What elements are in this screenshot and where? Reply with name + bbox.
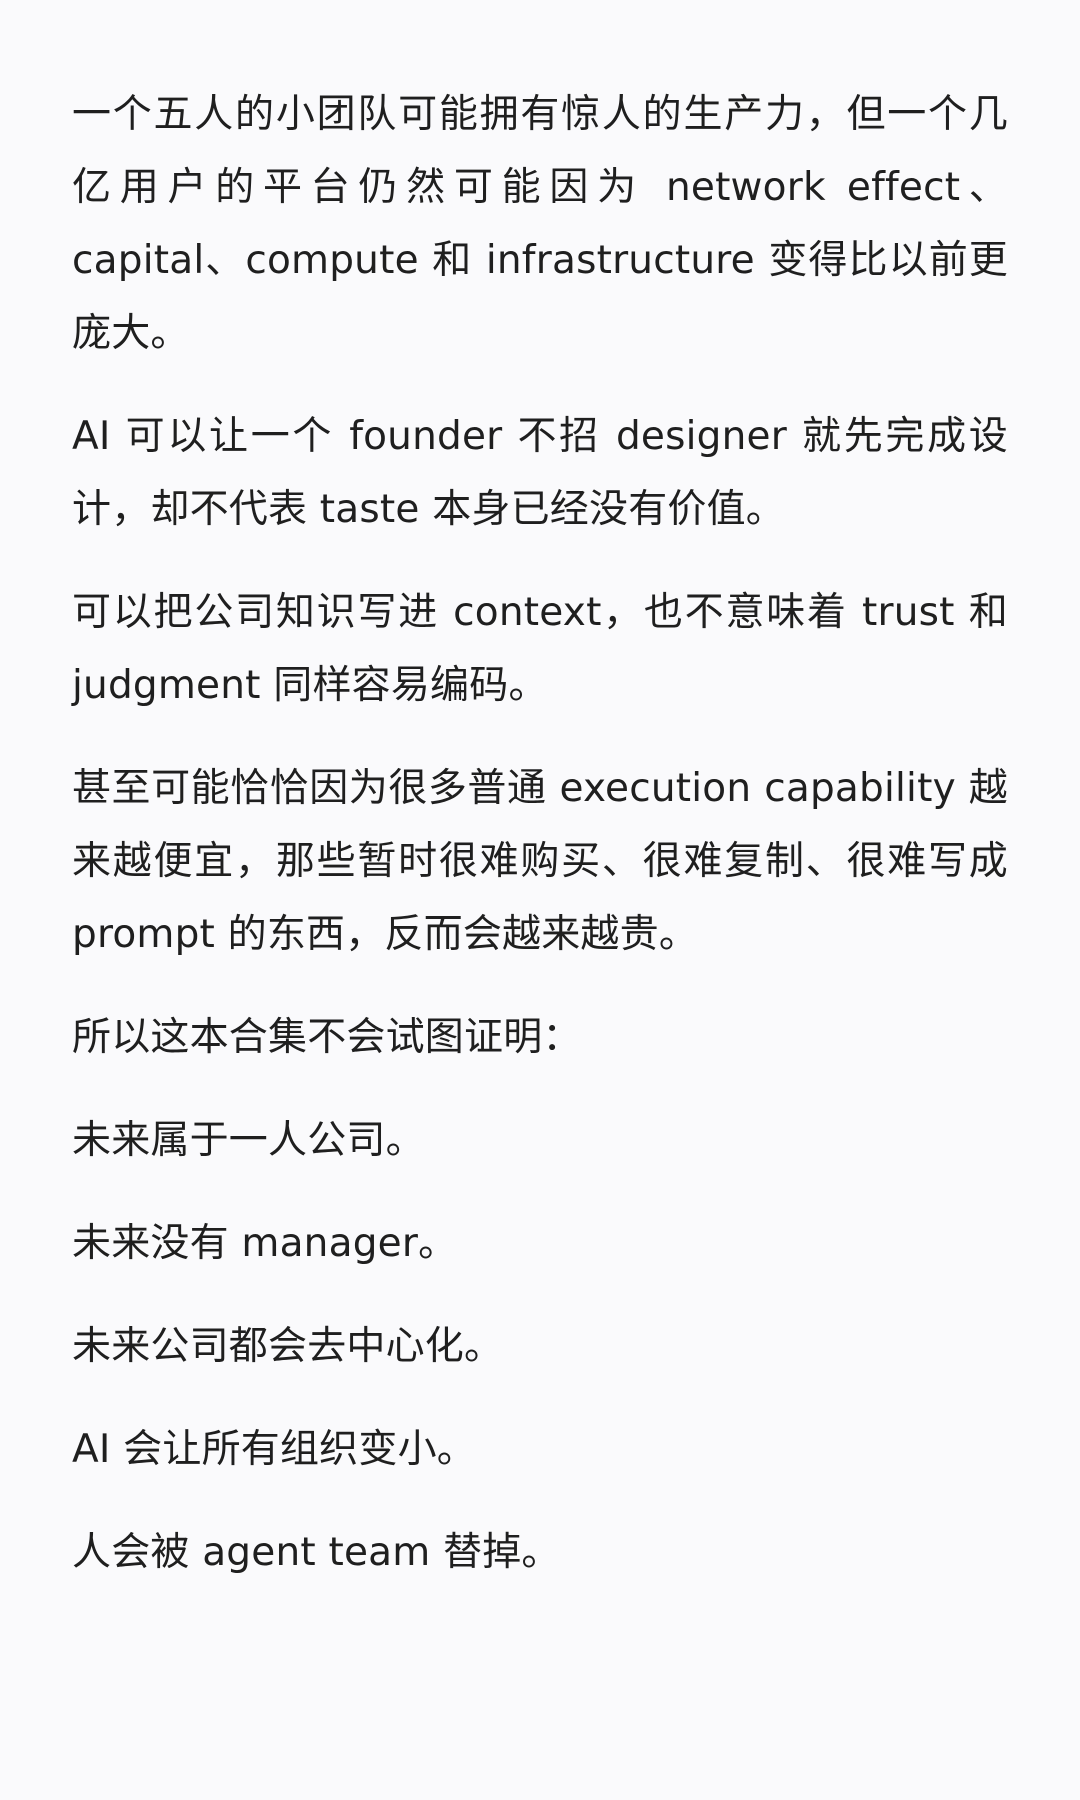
claim-smaller-orgs: AI 会让所有组织变小。 <box>72 1427 476 1472</box>
claim-one-person-company: 未来属于一人公司。 <box>72 1118 425 1163</box>
claim-agent-team: 人会被 agent team 替掉。 <box>72 1530 561 1575</box>
paragraph-platform-scale: 一个五人的小团队可能拥有惊人的生产力，但一个几亿用户的平台仍然可能因为 netw… <box>72 92 1008 356</box>
claim-decentralized: 未来公司都会去中心化。 <box>72 1324 504 1369</box>
paragraph-taste: AI 可以让一个 founder 不招 designer 就先完成设计，却不代表… <box>72 414 1008 532</box>
claim-no-manager: 未来没有 manager。 <box>72 1221 458 1266</box>
paragraph-execution-capability: 甚至可能恰恰因为很多普通 execution capability 越来越便宜，… <box>72 766 1008 957</box>
paragraph-not-prove-intro: 所以这本合集不会试图证明： <box>72 1015 582 1060</box>
paragraph-trust-judgment: 可以把公司知识写进 context，也不意味着 trust 和 judgment… <box>72 590 1008 708</box>
